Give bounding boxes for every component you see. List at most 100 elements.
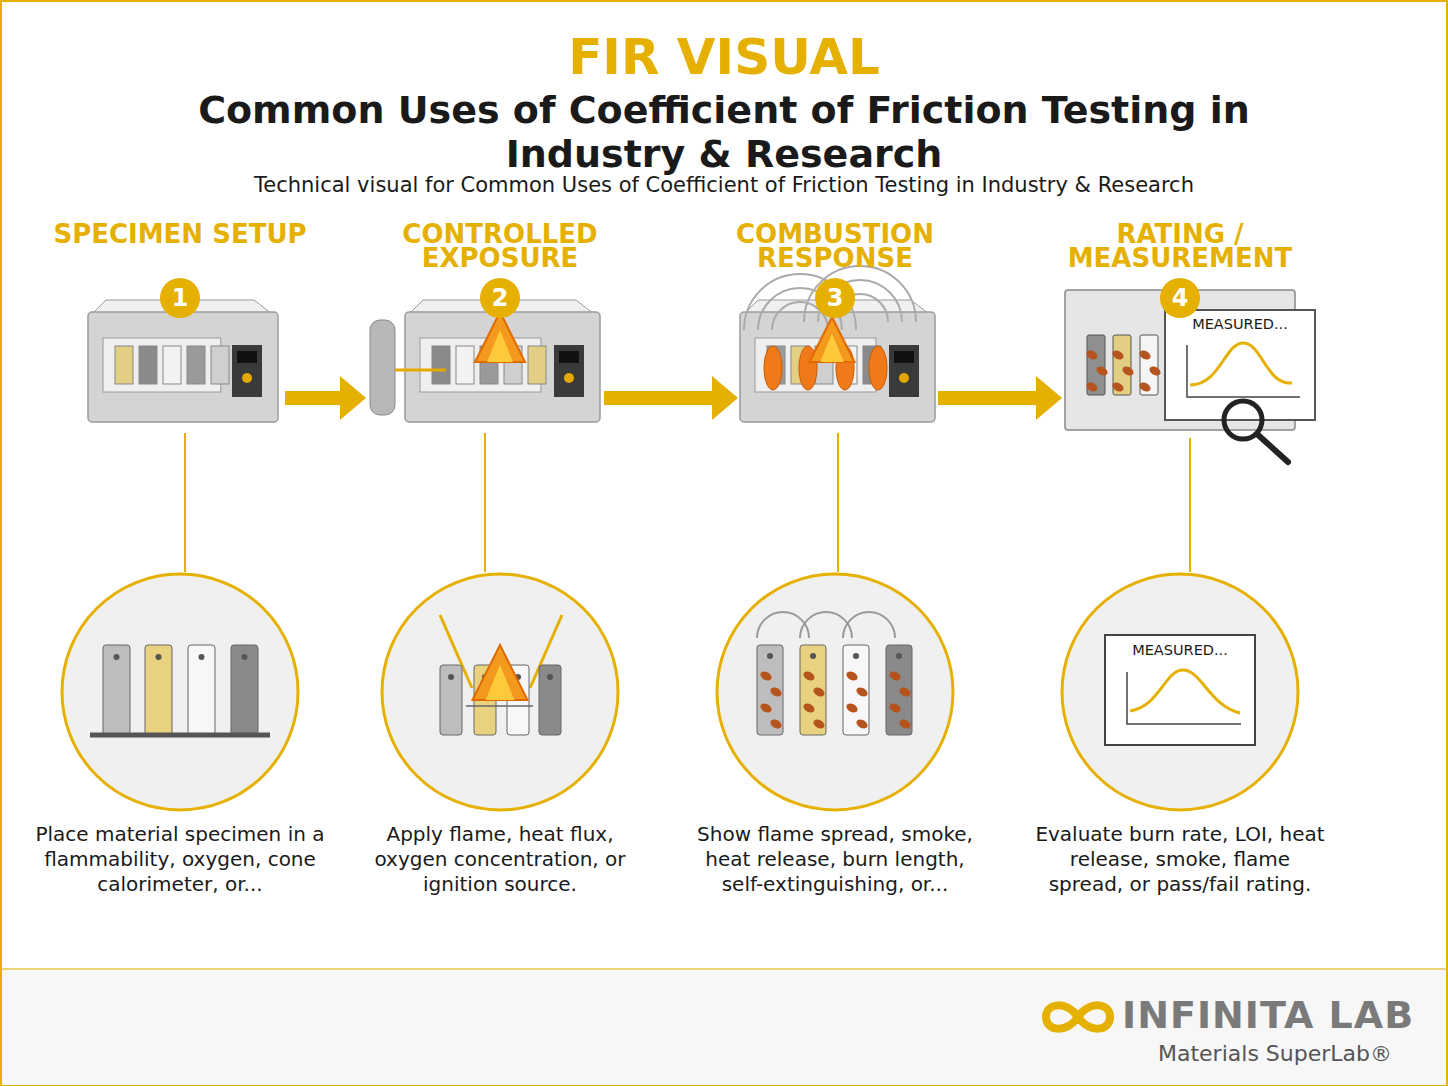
detail-circle [382,574,618,810]
burn-mark [1148,365,1162,378]
specimen-strip [456,346,474,384]
burn-mark [802,702,816,715]
burn-mark [759,702,773,715]
specimen-strip [103,645,130,735]
logo-tagline: Materials SuperLab® [1100,1040,1392,1068]
step-panel: RATING / MEASUREMENT4MEASURED... [1062,222,1318,432]
test-machine [88,300,278,422]
burn-mark [1095,365,1109,378]
callout-number: 1 [160,278,200,318]
machine-window [755,338,876,392]
specimen-strip [432,346,450,384]
step-heading: COMBUSTION RESPONSE [705,222,965,270]
burn-mark [802,670,816,683]
burn-mark [1138,349,1152,362]
machine-body [405,312,600,422]
control-panel [554,345,584,397]
diagram-title: Common Uses of Coefficient of Friction T… [149,88,1299,176]
specimen-strip [539,665,561,735]
burn-mark [855,686,869,699]
smoke-arc [843,612,895,638]
logo-wordmark: INFINITA LAB [1122,992,1422,1038]
burn-mark [769,718,783,731]
chart-axes [1187,345,1300,397]
detail-circle: Show flame spread, smoke, heat release, … [715,572,955,812]
smoke-arc [744,274,856,330]
specimen-strip [188,645,215,735]
step-caption: Apply flame, heat flux, oxygen concentra… [355,822,645,897]
leader-line [184,433,186,572]
specimen-strip [187,346,205,384]
specimen-strip [139,346,157,384]
detail-circle [1062,574,1298,810]
flame [810,317,855,362]
detail-circle: Apply flame, heat flux, oxygen concentra… [380,572,620,812]
strip-hole [199,654,205,660]
flow-arrow [285,391,340,405]
machine-body [88,312,278,422]
flame-spread [764,346,782,390]
machine-body [740,312,935,422]
burn-mark [1111,349,1125,362]
test-machine [370,300,600,422]
burn-mark [888,670,902,683]
response-detail [757,612,912,735]
strip-hole [114,654,120,660]
strip-hole [156,654,162,660]
burned-strip [800,645,826,735]
step-panel: SPECIMEN SETUP1 [85,222,285,427]
specimen-strip [528,346,546,384]
test-machine [740,266,935,422]
step-caption: Place material specimen in a flammabilit… [35,822,325,897]
rating-station [1065,290,1315,462]
burn-mark [1121,365,1135,378]
flow-arrow [938,391,1036,405]
detail-circle: MEASURED...Evaluate burn rate, LOI, heat… [1060,572,1300,812]
step-panel: COMBUSTION RESPONSE3 [738,222,938,427]
flame-core [487,330,513,362]
exposure-detail [440,615,562,735]
burned-strip [886,645,912,735]
panel-screen [237,351,257,363]
burn-mark [845,670,859,683]
burn-mark [1085,381,1099,394]
panel-knob [899,373,909,383]
panel-screen [559,351,579,363]
burn-mark [1111,381,1125,394]
burn-mark [759,670,773,683]
chart-curve [1130,670,1240,713]
magnifier-handle [1257,434,1288,462]
leader-line [484,433,486,572]
flame [475,312,525,362]
leader-line [837,433,839,572]
holder-bar [466,705,533,707]
screen-label: MEASURED... [1105,640,1255,660]
specimen-strip [231,645,258,735]
specimen-set [90,645,270,735]
strip-hole [242,654,248,660]
control-panel [889,345,919,397]
detail-circle [717,574,953,810]
strip-hole [448,674,454,680]
feed-line [395,369,446,372]
footer-rule [2,968,1446,970]
flame [473,645,528,700]
burn-mark [898,686,912,699]
burn-mark [769,686,783,699]
step-heading: SPECIMEN SETUP [50,222,310,246]
step-heading: RATING / MEASUREMENT [1050,222,1310,270]
control-panel [232,345,262,397]
measurement-detail [1105,635,1255,745]
strip-hole [810,653,816,659]
brand-tag: FIR VISUAL [0,28,1448,86]
step-panel: CONTROLLED EXPOSURE2 [366,222,604,427]
flame-spread [869,346,887,390]
burn-mark [845,702,859,715]
chart-axes [1127,672,1241,724]
specimen-strip [440,665,462,735]
flame-core [486,665,515,700]
panel-knob [564,373,574,383]
callout-number: 4 [1160,278,1200,318]
burn-mark [888,702,902,715]
gas-cylinder [370,320,395,415]
